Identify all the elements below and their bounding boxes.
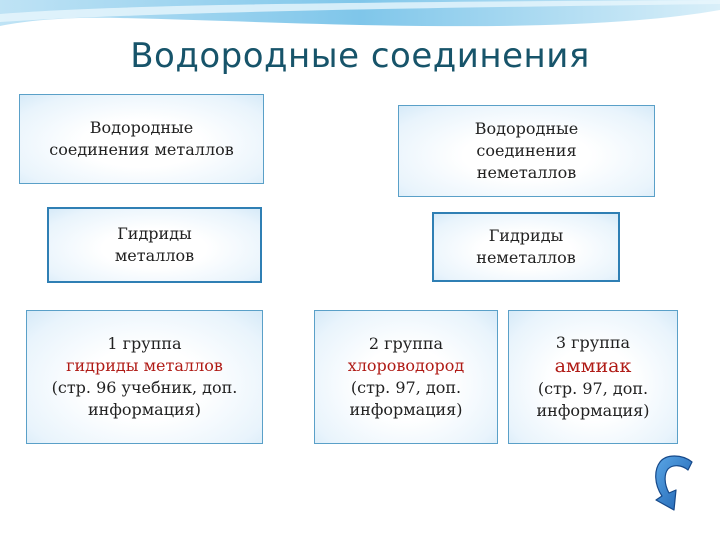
group-reference: информация) [536,401,650,420]
box-line: металлов [114,246,195,265]
box-line: Гидриды [117,224,192,243]
box-line: соединения металлов [49,140,234,159]
box-nonmetal-hydrides: Гидриды неметаллов [432,212,620,282]
group-label: 2 группа [368,334,444,353]
box-group-2: 2 группа хлороводород (стр. 97, доп. инф… [314,310,498,444]
page-title: Водородные соединения [130,36,590,76]
box-line: Гидриды [488,226,564,245]
box-group-1: 1 группа гидриды металлов (стр. 96 учебн… [26,310,263,444]
group-substance: гидриды металлов [66,356,223,375]
group-substance: хлороводород [347,356,465,375]
group-reference: (стр. 96 учебник, доп. [51,378,238,397]
box-line: неметаллов [476,163,577,182]
group-reference: (стр. 97, доп. [350,378,462,397]
box-metal-hydrides: Гидриды металлов [47,207,262,283]
group-substance: аммиак [554,355,632,377]
box-metal-hydrogen-compounds: Водородные соединения металлов [19,94,264,184]
box-nonmetal-hydrogen-compounds: Водородные соединения неметаллов [398,105,655,197]
header-swoosh-decoration [0,0,720,27]
box-line: Водородные [89,118,194,137]
group-reference: (стр. 97, доп. [537,379,649,398]
box-line: соединения [476,141,577,160]
group-reference: информация) [88,400,201,419]
group-reference: информация) [349,400,463,419]
box-line: Водородные [474,119,579,138]
curved-return-arrow-icon[interactable] [652,452,698,514]
box-group-3: 3 группа аммиак (стр. 97, доп. информаци… [508,310,678,444]
box-line: неметаллов [476,248,576,267]
group-label: 3 группа [555,333,631,352]
group-label: 1 группа [107,334,182,353]
